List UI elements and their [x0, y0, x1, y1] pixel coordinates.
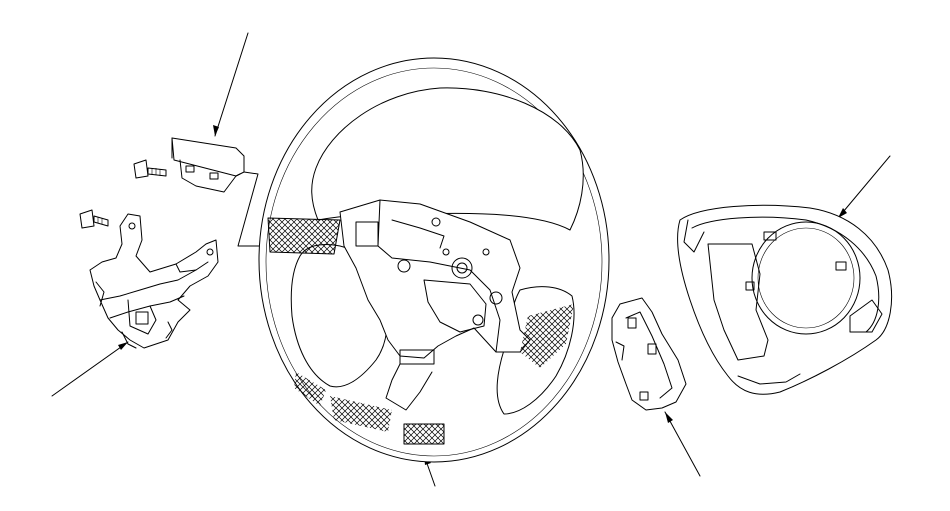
switch-screw — [133, 159, 167, 179]
leader-airbag — [837, 155, 891, 219]
cruise-control-switch — [171, 137, 501, 259]
mounting-screw — [79, 209, 109, 229]
switch-bracket — [89, 213, 219, 349]
leader-rear-cover — [664, 411, 701, 477]
leader-switch — [213, 32, 249, 137]
rear-cover — [611, 297, 687, 411]
leader-bracket — [51, 341, 129, 397]
steering-wheel — [258, 57, 610, 463]
airbag-cover — [677, 204, 893, 395]
